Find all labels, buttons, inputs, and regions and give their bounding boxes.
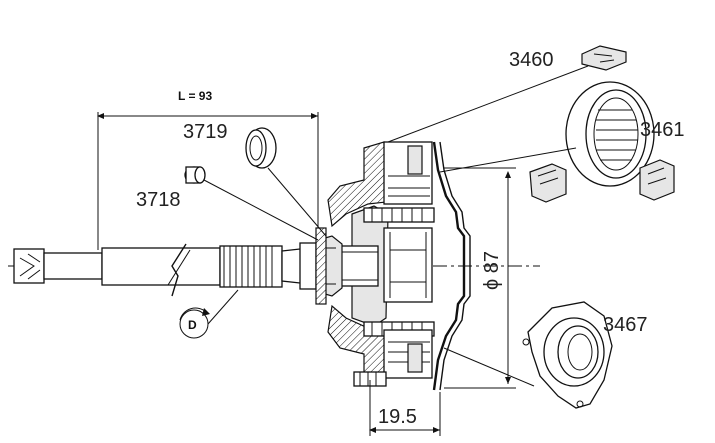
length-label: L = 93: [178, 89, 212, 103]
flange-plate: [432, 141, 471, 391]
part-3467-label: 3467: [603, 314, 648, 336]
diameter-label: ϕ 87: [481, 251, 503, 290]
length-dimension: L = 93: [97, 89, 319, 250]
width-label: 19.5: [378, 406, 417, 428]
part-3718-sleeve: 3718: [136, 166, 319, 241]
part-3461-splined-ring: 3461: [439, 81, 685, 187]
part-3460-clip: 3460: [387, 45, 627, 143]
rotation-label: D: [188, 318, 197, 332]
key-blocks: [529, 159, 675, 203]
part-3719-label: 3719: [183, 121, 228, 143]
part-3719-ring: 3719: [183, 121, 327, 237]
part-3461-label: 3461: [640, 119, 685, 141]
diameter-dimension: ϕ 87: [444, 167, 516, 389]
part-3460-label: 3460: [509, 49, 554, 71]
hub-housing: [315, 141, 435, 387]
part-3718-label: 3718: [136, 189, 181, 211]
width-dimension: 19.5: [369, 380, 441, 436]
part-3467-cover: 3467: [443, 301, 648, 409]
rotation-symbol: D: [179, 289, 239, 339]
drive-shaft: [13, 242, 317, 297]
